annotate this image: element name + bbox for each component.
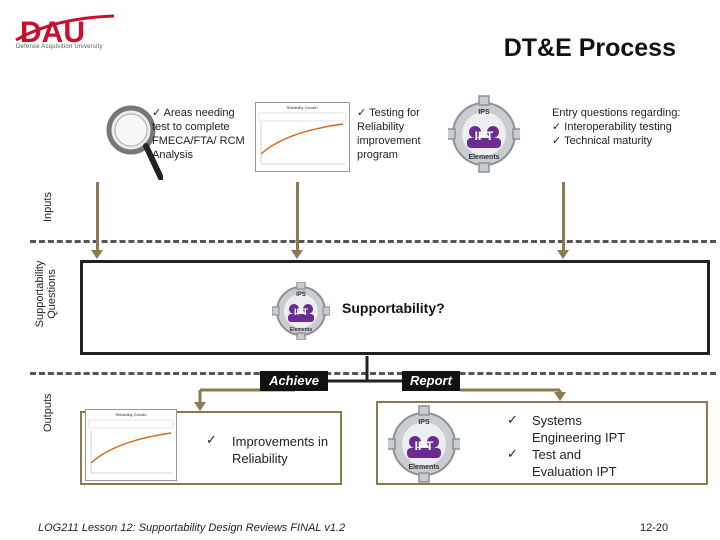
svg-text:IPT: IPT [475,129,494,143]
arrow-input-1-head [91,250,103,259]
arrow-input-3 [562,182,565,250]
entry-item-technical-maturity: ✓ Technical maturity [552,135,653,147]
output-item-improvements: Improvements in Reliability [232,434,329,466]
logo-subtext: Defense Acquisition University [16,44,103,50]
checkmark-icon: ✓ [206,432,217,447]
checkmark-icon: ✓ [552,135,562,147]
checkmark-icon: ✓ [357,107,367,119]
arrow-input-2-head [291,250,303,259]
svg-text:IPS: IPS [478,109,490,116]
report-branch-label: Report [402,371,460,391]
svg-text:IPS: IPS [418,419,430,426]
arrow-input-2 [296,182,299,250]
achieve-branch-label: Achieve [260,371,328,391]
checkmark-icon: ✓ [507,412,518,427]
page-title: DT&E Process [503,34,676,62]
svg-text:Elements: Elements [290,327,312,333]
arrow-input-1 [96,182,99,250]
separator-top [30,240,716,243]
separator-bottom [30,372,716,375]
entry-questions-intro: Entry questions regarding: [552,107,681,119]
arrow-input-3-head [557,250,569,259]
supportability-question-label: Supportability? [342,300,445,316]
mini-chart-title: Reliability Growth [286,105,317,110]
output-item-te-ipt: Test and Evaluation IPT [532,447,617,479]
svg-text:Elements: Elements [408,464,439,471]
reliability-chart-thumbnail-output: Reliability Growth [85,409,177,481]
svg-text:IPS: IPS [296,292,306,298]
input-item-reliability-text: Testing for Reliability improvement prog… [357,107,421,161]
checkmark-icon: ✓ [152,107,162,119]
output-item-se-ipt: Systems Engineering IPT [532,413,626,445]
ips-gear-output-icon: IPT IPS Elements [388,403,460,485]
svg-text:IPT: IPT [294,307,309,317]
checkmark-icon: ✓ [507,446,518,461]
svg-text:IPT: IPT [415,439,434,453]
supportability-question-box [80,260,710,355]
logo-text: DAU [20,16,85,49]
magnifier-icon [103,100,164,181]
dau-logo: DAU [14,10,134,52]
input-item-fmeca: ✓ Areas needing test to complete FMECA/F… [152,106,248,162]
input-item-reliability: ✓ Testing for Reliability improvement pr… [357,106,447,162]
input-entry-questions: Entry questions regarding: ✓ Interoperab… [552,106,682,148]
reliability-chart-thumbnail: Reliability Growth [255,102,350,172]
svg-text:Elements: Elements [468,154,499,161]
ips-gear-small-icon: IPT IPS Elements [272,282,330,340]
svg-text:Reliability Growth: Reliability Growth [115,412,146,417]
ips-gear-icon: IPT IPS Elements [448,93,520,175]
footer-page-number: 12-20 [640,522,669,534]
input-item-fmeca-text: Areas needing test to complete FMECA/FTA… [152,107,245,161]
footer-course: LOG211 Lesson 12: Supportability Design … [38,522,346,534]
entry-item-interoperability: ✓ Interoperability testing [552,121,672,133]
checkmark-icon: ✓ [552,121,562,133]
